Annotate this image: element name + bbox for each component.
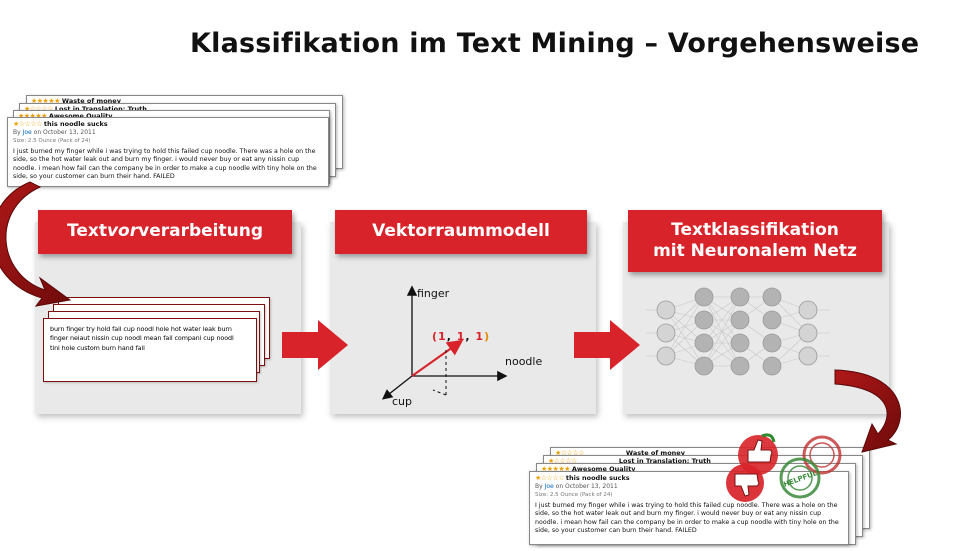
vector-open-paren: ( <box>432 330 439 343</box>
preprocessed-text: burn finger try hold fail cup noodl hole… <box>50 325 234 352</box>
review-title: this noodle sucks <box>565 474 630 482</box>
review-title: this noodle sucks <box>43 120 108 128</box>
vector-model-banner: Vektorraummodell <box>335 210 587 254</box>
axis-label-noodle: noodle <box>505 355 543 368</box>
review-title: Waste of money <box>61 97 121 105</box>
review-title: Waste of money <box>625 449 685 457</box>
process-arrow-1 <box>282 320 348 370</box>
vector-comma: , <box>465 330 471 343</box>
vector-close-paren: ) <box>484 330 491 343</box>
review-author: Joe <box>22 129 32 137</box>
preprocessing-label-post: verarbeitung <box>138 221 263 242</box>
preprocessing-label-emph: vor <box>106 221 139 242</box>
curved-arrow-in <box>0 181 72 307</box>
process-arrow-2 <box>574 320 640 370</box>
helpful-stamp-text: HELPFUL <box>782 469 818 489</box>
review-size: Size: 2.5 Ounce (Pack of 24) <box>13 137 91 144</box>
vector-space-axes <box>381 285 508 400</box>
review-date: on October 13, 2011 <box>33 129 96 137</box>
star-rating-icon: ★☆☆☆☆ <box>548 457 577 465</box>
vector-comma: , <box>446 330 452 343</box>
helpful-stamp-icon: HELPFUL <box>779 435 842 499</box>
star-rating-icon: ★★★★★ <box>18 112 47 120</box>
axis-label-finger: finger <box>417 287 450 300</box>
axis-label-cup: cup <box>392 395 413 408</box>
review-body: I just burned my finger while i was tryi… <box>13 147 317 181</box>
vector-component-2: 1 <box>456 330 466 343</box>
review-card-out-main: ★☆☆☆☆this noodle sucks By Joe on October… <box>529 471 849 545</box>
review-title: Awesome Quality <box>571 465 636 473</box>
review-size: Size: 2.5 Ounce (Pack of 24) <box>535 491 613 498</box>
review-title: Lost in Translation: Truth <box>618 457 711 465</box>
star-rating-icon: ★☆☆☆☆ <box>13 120 42 128</box>
review-body: I just burned my finger while i was tryi… <box>535 501 839 535</box>
slide-title: Klassifikation im Text Mining – Vorgehen… <box>190 28 920 59</box>
vector-model-panel <box>330 222 596 414</box>
star-rating-icon: ★★★★★ <box>31 97 60 105</box>
preprocessing-label-pre: Text <box>66 221 107 242</box>
star-rating-icon: ★★★★★ <box>541 465 570 473</box>
review-title: Awesome Quality <box>48 112 113 120</box>
thumbs-down-badge-icon <box>726 464 764 502</box>
classification-banner: Textklassifikation mit Neuronalem Netz <box>628 210 882 272</box>
curved-arrow-out <box>834 369 901 453</box>
neural-network-nodes <box>656 287 818 376</box>
vector-component-3: 1 <box>475 330 485 343</box>
byline-prefix: By <box>535 483 543 491</box>
classification-label-line1: Textklassifikation <box>671 219 839 240</box>
review-card-main: ★☆☆☆☆this noodle sucks By Joe on October… <box>7 117 329 187</box>
vector-component-1: 1 <box>438 330 447 343</box>
star-rating-icon: ★☆☆☆☆ <box>24 105 53 113</box>
star-rating-icon: ★☆☆☆☆ <box>555 449 584 457</box>
classification-label-line2: mit Neuronalem Netz <box>653 241 857 261</box>
vector-label: (1, 1, 1) <box>432 330 490 343</box>
review-author: Joe <box>544 483 554 491</box>
review-title: Lost in Translation: Truth <box>54 105 147 113</box>
star-rating-icon: ★☆☆☆☆ <box>535 474 564 482</box>
byline-prefix: By <box>13 129 21 137</box>
doc-sheet-front <box>43 318 257 382</box>
review-date: on October 13, 2011 <box>555 483 618 491</box>
